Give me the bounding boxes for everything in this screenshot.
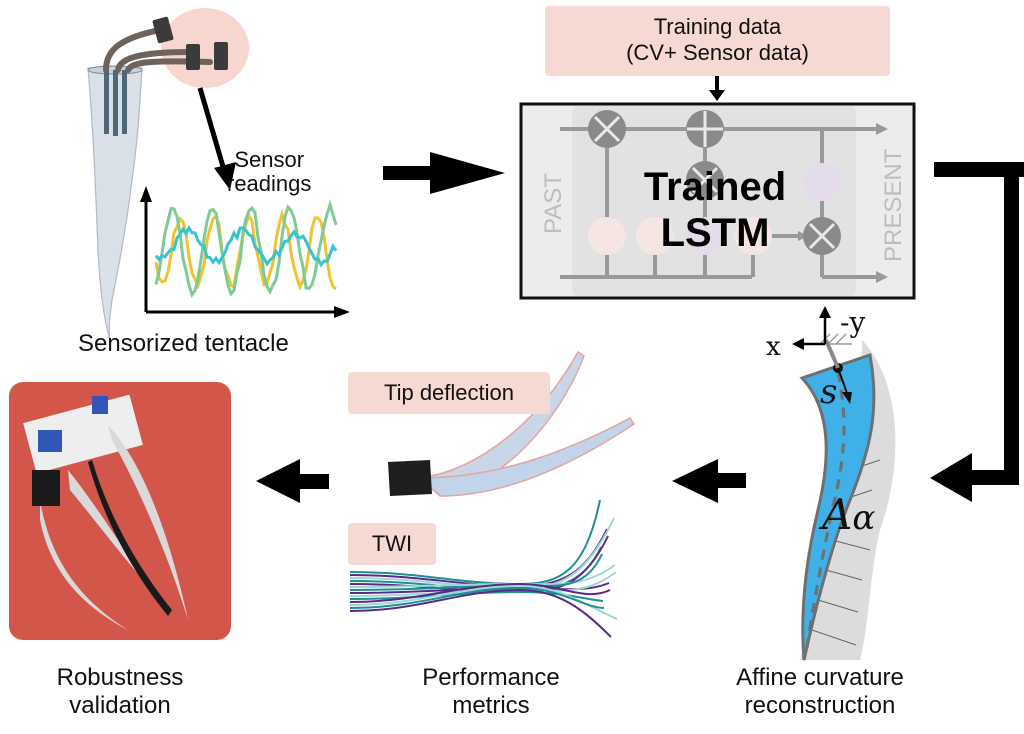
connector-highlight <box>161 8 249 88</box>
curvature-alpha: α <box>852 498 876 538</box>
lstm-present-label: PRESENT <box>880 148 907 262</box>
sensor-series-group <box>154 199 338 298</box>
lstm-title-line1: Trained <box>643 165 787 209</box>
curvature-illustration <box>792 306 896 661</box>
twi-line <box>349 588 612 638</box>
performance-caption-line1: Performance <box>422 664 560 691</box>
twi-lines-group <box>349 499 618 638</box>
arrow-to-performance <box>672 459 746 503</box>
training-data-box: Training data (CV+ Sensor data) <box>545 6 890 76</box>
twi-label: TWI <box>348 523 436 565</box>
performance-caption: Performance metrics <box>386 664 596 720</box>
twi-line <box>349 586 605 609</box>
robustness-caption-line1: Robustness <box>56 664 184 691</box>
arrow-training-to-lstm <box>709 76 725 101</box>
twi-line <box>349 582 611 603</box>
arrow-right-to-lstm <box>383 152 505 194</box>
lstm-title-line2: LSTM <box>660 211 770 255</box>
training-data-line1: Training data <box>653 14 782 39</box>
performance-caption-line2: metrics <box>452 692 530 719</box>
axis-x-label: x <box>766 332 781 362</box>
arc-length-label: s <box>820 372 838 412</box>
axis-neg-y-label: -y <box>840 306 866 339</box>
sensor-label-line2: readings <box>227 171 312 196</box>
arrow-lstm-to-curvature <box>930 162 1024 502</box>
lstm-title: Trained LSTM <box>620 164 810 256</box>
robustness-caption: Robustness validation <box>10 664 230 720</box>
tip-deflection-label: Tip deflection <box>348 372 550 414</box>
curvature-caption: Affine curvature reconstruction <box>700 664 940 720</box>
sensor-trace-3 <box>154 225 338 268</box>
arrow-to-robustness <box>256 459 329 503</box>
lstm-cell-diagram <box>519 102 916 300</box>
curvature-caption-line1: Affine curvature <box>736 664 904 691</box>
sensor-plot-axes <box>140 186 350 318</box>
lstm-past-label: PAST <box>540 173 567 234</box>
tip-deflection-illustration <box>388 350 636 497</box>
curvature-A: A <box>822 490 853 539</box>
robustness-photo <box>9 382 231 640</box>
twi-line <box>349 590 604 602</box>
arrow-down-to-plot <box>197 87 236 190</box>
sensor-trace-2 <box>154 199 338 298</box>
training-data-line2: (CV+ Sensor data) <box>626 40 809 65</box>
curvature-caption-line2: reconstruction <box>744 692 896 719</box>
robustness-caption-line2: validation <box>69 692 171 719</box>
curvature-symbol: Aα <box>822 490 875 539</box>
sensorized-tentacle-caption: Sensorized tentacle <box>78 330 289 357</box>
sensor-label-line1: Sensor <box>234 147 305 172</box>
connector-icons <box>152 16 228 70</box>
tentacle-illustration <box>87 65 143 341</box>
sensor-readings-label: Sensor readings <box>227 148 311 196</box>
